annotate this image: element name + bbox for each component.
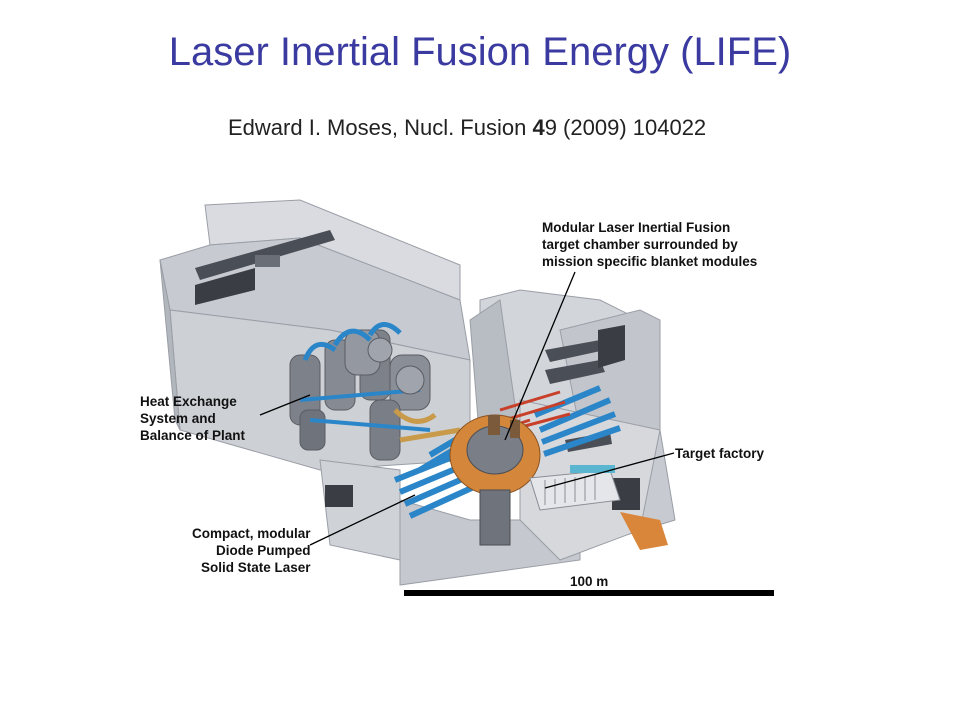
citation-suffix: 9 (2009) 104022 <box>544 115 707 140</box>
scale-bar-label: 100 m <box>570 574 609 589</box>
callout-heat-exchange: Heat Exchange System and Balance of Plan… <box>140 394 246 443</box>
crane-rails <box>195 230 640 510</box>
callout-target-factory: Target factory <box>675 446 765 461</box>
leader-lines <box>259 271 675 546</box>
citation-prefix: Edward I. Moses, Nucl. Fusion <box>228 115 533 140</box>
page-title: Laser Inertial Fusion Energy (LIFE) <box>168 30 792 74</box>
citation-volume: 4 <box>532 115 545 140</box>
target-chamber <box>449 414 541 546</box>
citation: Edward I. Moses, Nucl. Fusion 49 (2009) … <box>228 115 706 141</box>
scale-bar <box>404 590 774 596</box>
target-factory-equipment <box>529 465 668 550</box>
heat-exchange-equipment <box>289 322 461 461</box>
callout-laser: Compact, modular Diode Pumped Solid Stat… <box>192 526 311 575</box>
callout-chamber: Modular Laser Inertial Fusion target cha… <box>542 220 758 269</box>
